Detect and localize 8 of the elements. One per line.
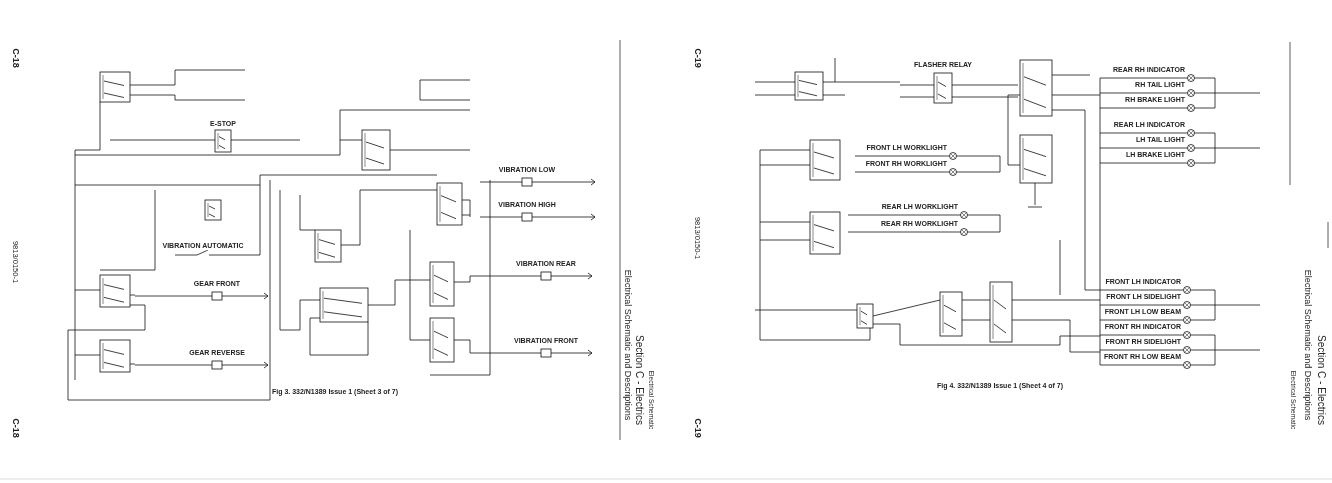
- page-number: C-18: [10, 418, 20, 438]
- page-number: C-19: [692, 48, 702, 68]
- section-heading: Section C - Electrics: [1315, 335, 1327, 425]
- section-subheading: Electrical Schematic and Descriptions: [622, 269, 632, 421]
- section-subheading: Electrical Schematic and Descriptions: [1302, 269, 1312, 421]
- page-number: C-18: [10, 48, 20, 68]
- section-heading: Section C - Electrics: [633, 335, 645, 425]
- page-number: C-19: [692, 418, 702, 438]
